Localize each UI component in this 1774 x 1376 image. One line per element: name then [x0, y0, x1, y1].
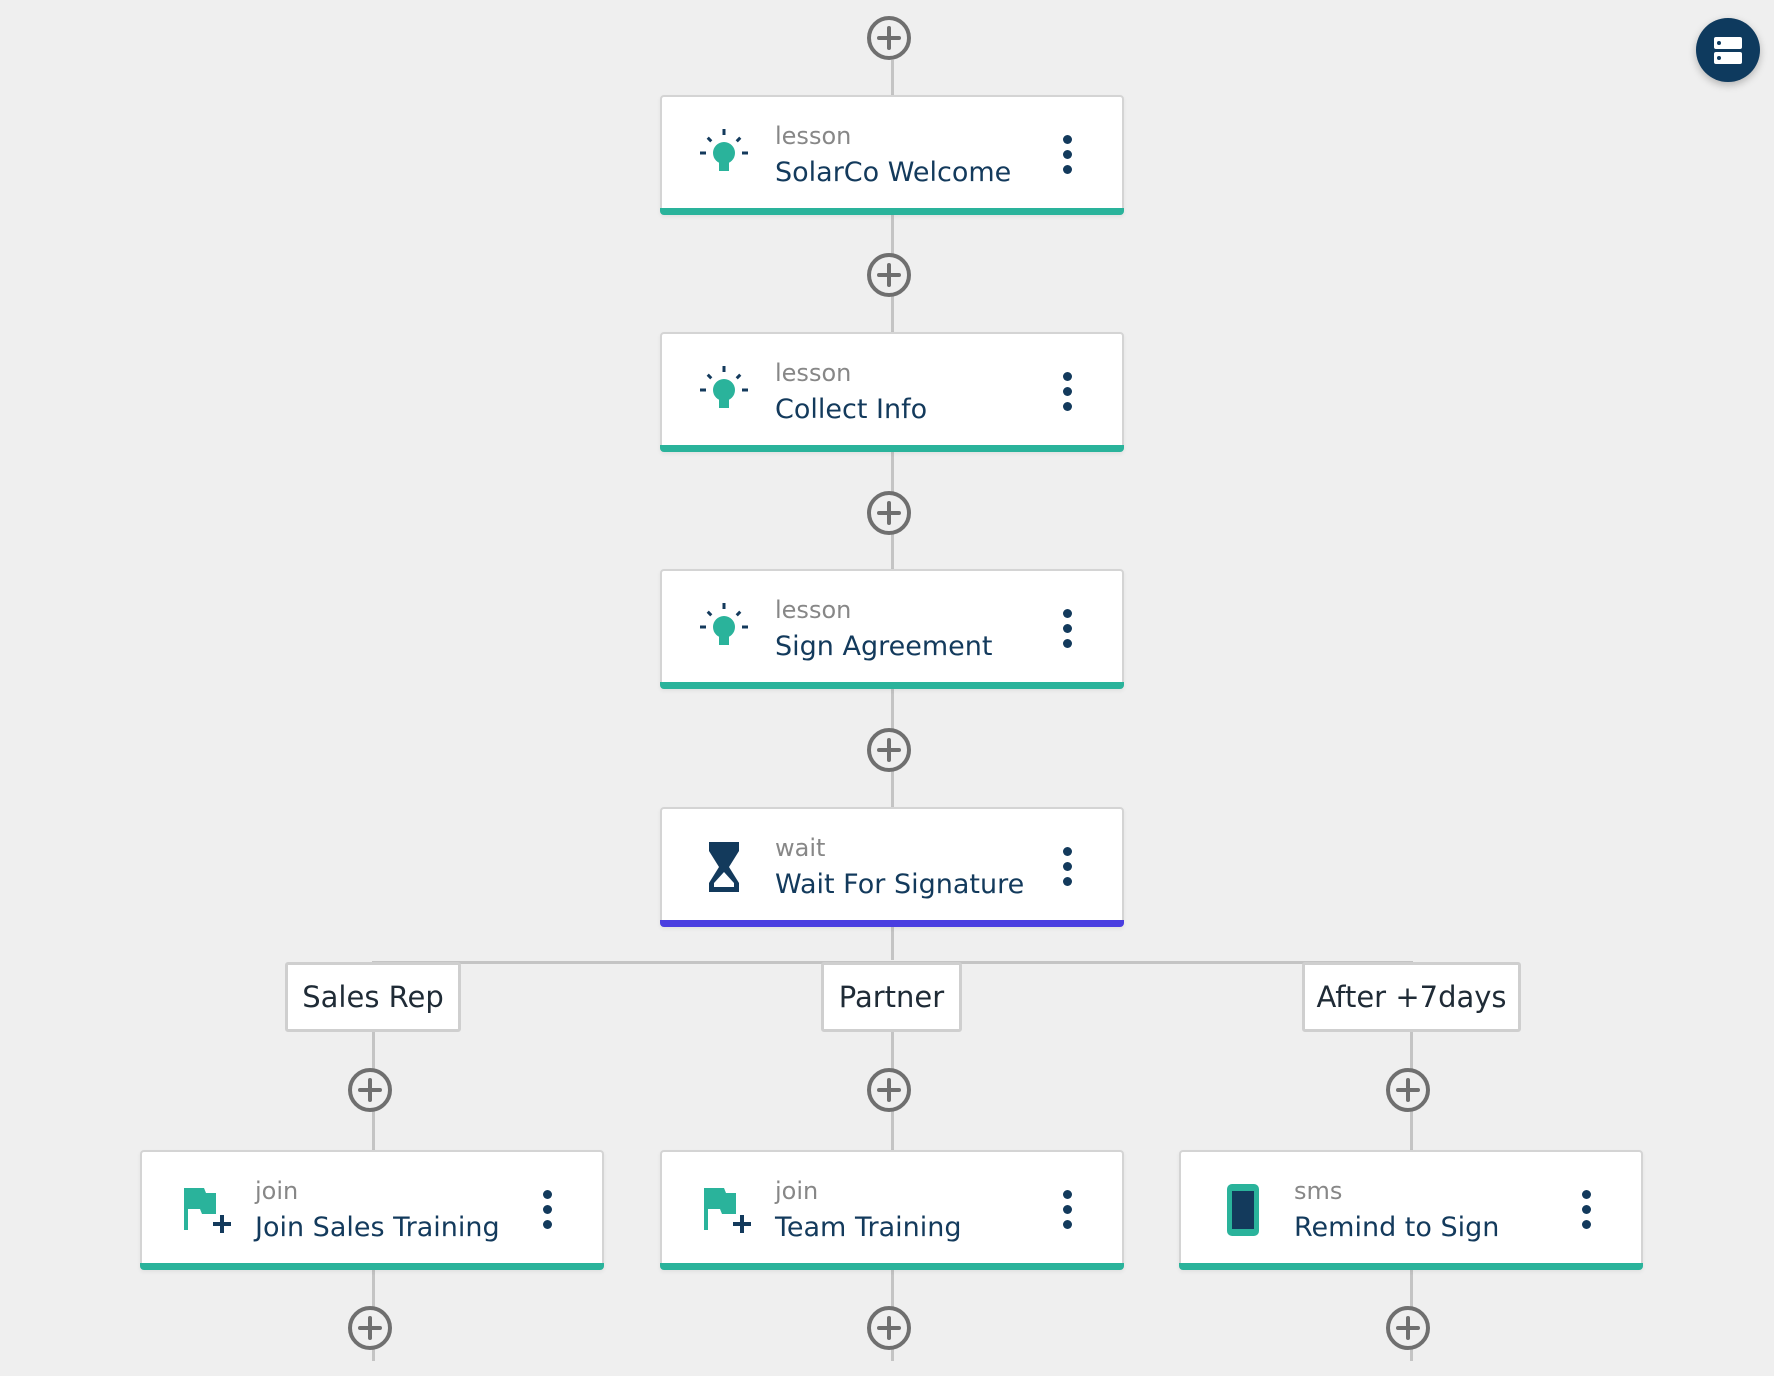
lightbulb-icon: [700, 366, 748, 408]
step-type-label: lesson: [775, 359, 852, 387]
list-view-icon: [1714, 37, 1742, 64]
step-type-label: join: [775, 1177, 819, 1205]
step-card-lesson[interactable]: lesson Collect Info: [660, 332, 1124, 452]
step-name: Sign Agreement: [775, 631, 993, 662]
step-type-label: wait: [775, 834, 826, 862]
more-options-icon[interactable]: [1060, 609, 1074, 649]
more-options-icon[interactable]: [1060, 1190, 1074, 1230]
step-type-bar: [660, 445, 1124, 452]
branch-label-after-7days[interactable]: After +7days: [1302, 962, 1521, 1032]
list-view-button[interactable]: [1696, 18, 1760, 82]
add-step-button[interactable]: [867, 1068, 911, 1112]
add-step-button[interactable]: [348, 1068, 392, 1112]
branch-label-partner[interactable]: Partner: [821, 962, 962, 1032]
more-options-icon[interactable]: [1060, 847, 1074, 887]
add-step-button[interactable]: [348, 1306, 392, 1350]
step-type-label: lesson: [775, 596, 852, 624]
more-options-icon[interactable]: [540, 1190, 554, 1230]
add-step-button[interactable]: [867, 728, 911, 772]
phone-icon: [1227, 1184, 1259, 1236]
add-step-button[interactable]: [867, 491, 911, 535]
step-type-bar: [660, 920, 1124, 927]
flag-plus-icon: [184, 1188, 231, 1233]
flag-plus-icon: [704, 1188, 751, 1233]
add-step-button[interactable]: [867, 253, 911, 297]
step-type-bar: [140, 1263, 604, 1270]
add-step-button[interactable]: [1386, 1306, 1430, 1350]
step-type-bar: [660, 208, 1124, 215]
step-type-bar: [660, 1263, 1124, 1270]
hourglass-icon: [709, 842, 739, 892]
more-options-icon[interactable]: [1060, 372, 1074, 412]
more-options-icon[interactable]: [1579, 1190, 1593, 1230]
step-name: Join Sales Training: [255, 1212, 500, 1243]
step-type-label: sms: [1294, 1177, 1343, 1205]
add-step-button[interactable]: [867, 1306, 911, 1350]
step-type-bar: [660, 682, 1124, 689]
step-name: Wait For Signature: [775, 869, 1025, 900]
step-name: SolarCo Welcome: [775, 157, 1012, 188]
step-card-lesson[interactable]: lesson Sign Agreement: [660, 569, 1124, 689]
branch-label-sales-rep[interactable]: Sales Rep: [285, 962, 461, 1032]
step-type-bar: [1179, 1263, 1643, 1270]
lightbulb-icon: [700, 603, 748, 645]
step-name: Team Training: [775, 1212, 962, 1243]
step-card-lesson[interactable]: lesson SolarCo Welcome: [660, 95, 1124, 215]
step-card-join[interactable]: join Team Training: [660, 1150, 1124, 1270]
step-name: Collect Info: [775, 394, 928, 425]
lightbulb-icon: [700, 129, 748, 171]
step-type-label: join: [255, 1177, 299, 1205]
step-card-sms[interactable]: sms Remind to Sign: [1179, 1150, 1643, 1270]
step-name: Remind to Sign: [1294, 1212, 1500, 1243]
step-type-label: lesson: [775, 122, 852, 150]
add-step-button[interactable]: [867, 16, 911, 60]
step-card-wait[interactable]: wait Wait For Signature: [660, 807, 1124, 927]
add-step-button[interactable]: [1386, 1068, 1430, 1112]
step-card-join[interactable]: join Join Sales Training: [140, 1150, 604, 1270]
more-options-icon[interactable]: [1060, 135, 1074, 175]
